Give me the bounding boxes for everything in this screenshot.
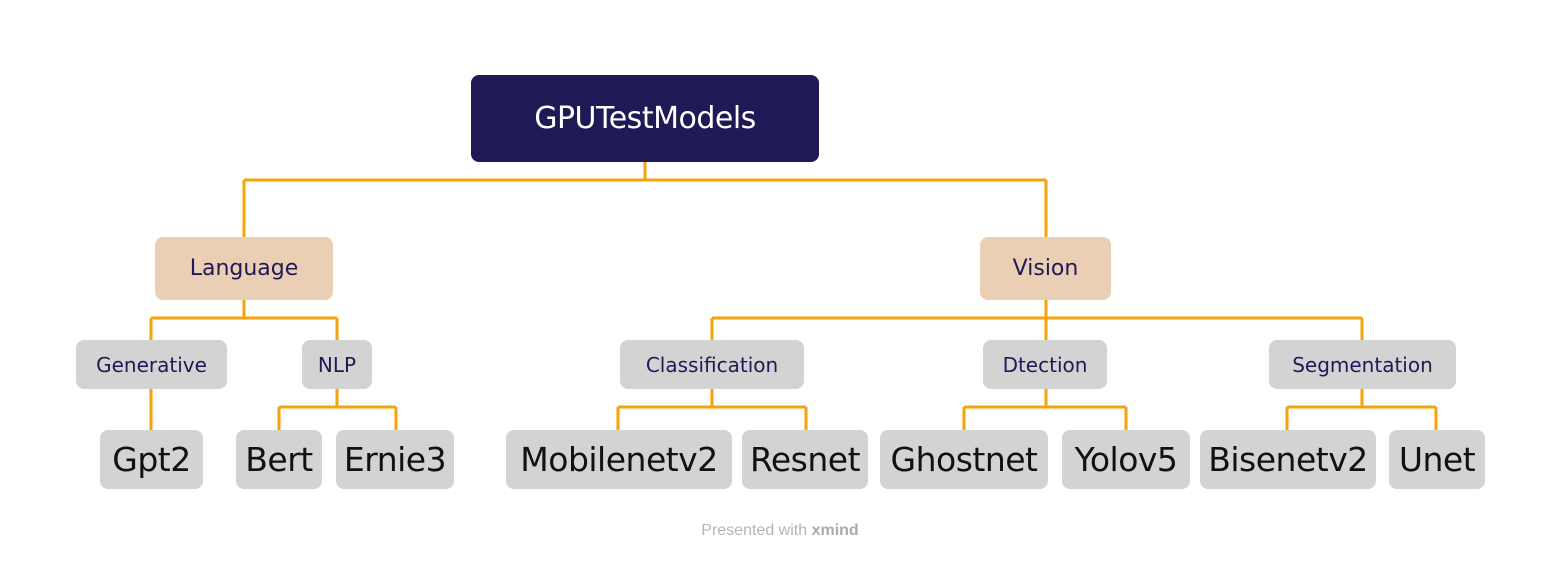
group-segmentation[interactable]: Segmentation [1269,340,1456,389]
connector-vision [710,300,1364,340]
connector-dtection [962,389,1128,430]
root-node[interactable]: GPUTestModels [471,75,819,162]
connector-language [149,300,339,340]
group-dtection[interactable]: Dtection [983,340,1107,389]
model-resnet[interactable]: Resnet [742,430,868,489]
category-language[interactable]: Language [155,237,333,300]
connector-nlp [277,389,398,430]
model-mobilenetv2[interactable]: Mobilenetv2 [506,430,732,489]
model-bisenetv2[interactable]: Bisenetv2 [1200,430,1376,489]
group-generative[interactable]: Generative [76,340,227,389]
xmind-logo: xmind [811,522,859,539]
model-yolov5[interactable]: Yolov5 [1062,430,1190,489]
footer-text: Presented with [701,522,808,539]
category-vision[interactable]: Vision [980,237,1111,300]
model-bert[interactable]: Bert [236,430,322,489]
connector-root [242,162,1048,237]
footer-credit: Presented with xmind [0,522,1560,540]
model-ghostnet[interactable]: Ghostnet [880,430,1048,489]
group-nlp[interactable]: NLP [302,340,372,389]
model-gpt2[interactable]: Gpt2 [100,430,203,489]
group-classification[interactable]: Classification [620,340,804,389]
connector-segmentation [1285,389,1438,430]
model-unet[interactable]: Unet [1389,430,1485,489]
connector-classification [616,389,808,430]
model-ernie3[interactable]: Ernie3 [336,430,454,489]
